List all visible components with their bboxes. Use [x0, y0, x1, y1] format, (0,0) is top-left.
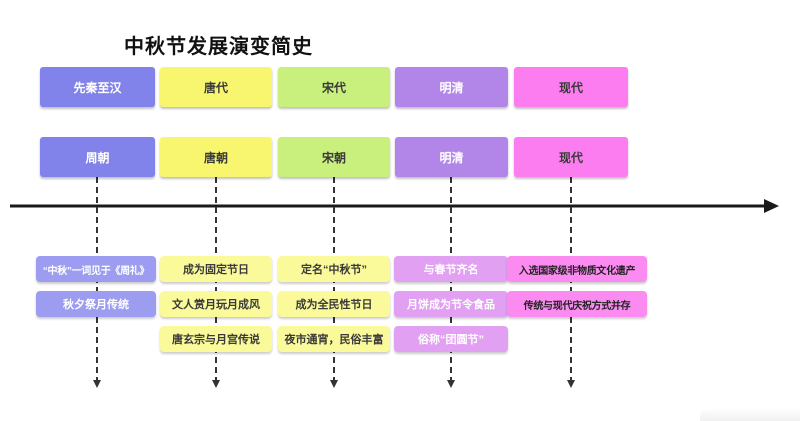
event-dingming: 定名“中秋节”	[278, 256, 390, 282]
event-zhouli: “中秋”一词见于《周礼》	[36, 256, 156, 282]
event-yuchunjie: 与春节齐名	[394, 256, 508, 282]
event-yeshi: 夜市通宵，民俗丰富	[278, 326, 390, 352]
era-box-bottom-song: 宋朝	[278, 137, 390, 177]
event-yuebing: 月饼成为节令食品	[394, 291, 508, 317]
era-box-top-song: 宋代	[278, 67, 390, 107]
event-guding-jieri: 成为固定节日	[160, 256, 272, 282]
era-box-bottom-xiandai: 现代	[514, 137, 628, 177]
event-tuanyuanjie: 俗称“团圆节”	[394, 326, 508, 352]
era-box-top-mingqing: 明清	[395, 67, 508, 107]
era-box-bottom-zhou: 周朝	[40, 137, 155, 177]
era-box-top-xiandai: 现代	[514, 67, 628, 107]
era-box-top-xianqin: 先秦至汉	[40, 67, 155, 107]
page-title: 中秋节发展演变简史	[124, 36, 313, 58]
event-feiyi: 入选国家级非物质文化遗产	[507, 256, 647, 282]
era-box-bottom-mingqing: 明清	[395, 137, 508, 177]
corner-artifact	[700, 408, 800, 421]
event-tangxuanzong: 唐玄宗与月宫传说	[160, 326, 272, 352]
arrowhead-right-icon	[764, 199, 779, 213]
era-box-bottom-tang: 唐朝	[160, 137, 272, 177]
event-quanmin-jieri: 成为全民性节日	[278, 291, 390, 317]
event-wenren-shangyue: 文人赏月玩月成风	[160, 291, 272, 317]
event-bingcun: 传统与现代庆祝方式并存	[507, 291, 647, 317]
event-jiyue: 秋夕祭月传统	[36, 291, 156, 317]
era-box-top-tang: 唐代	[160, 67, 272, 107]
